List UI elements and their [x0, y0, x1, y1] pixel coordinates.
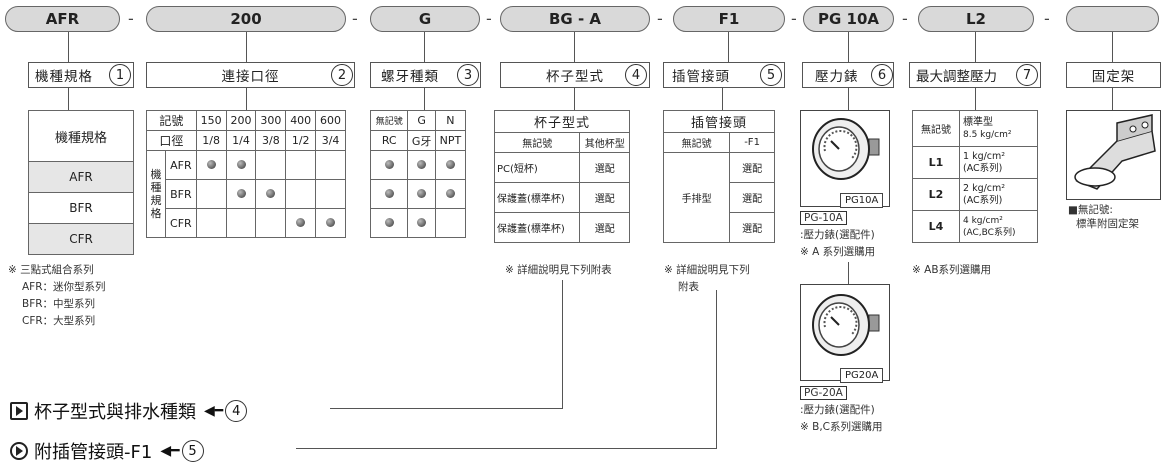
dot-icon	[384, 217, 394, 227]
dot-icon	[384, 188, 394, 198]
dot-icon	[445, 159, 455, 169]
header-bracket: 固定架	[1066, 62, 1161, 88]
separator: -	[486, 9, 492, 28]
model-side-label: 機種 規格	[146, 150, 166, 238]
tube-table: 插管接頭 無記號 -F1 手排型 選配 選配 選配	[662, 110, 775, 243]
circle-play-icon	[10, 442, 28, 460]
separator: -	[657, 9, 663, 28]
code-pill-bracket	[1066, 6, 1159, 32]
number-3-icon: 3	[457, 64, 479, 86]
legend-cup-drain: 杯子型式與排水種類 ◀━ 4	[10, 398, 248, 424]
header-port: 連接口徑 2	[146, 62, 355, 88]
number-5-icon: 5	[760, 64, 782, 86]
header-model: 機種規格 1	[28, 62, 134, 88]
code-pill-port: 200	[146, 6, 346, 32]
legend-tube-fitting: 附插管接頭-F1 ◀━ 5	[10, 438, 204, 464]
header-pressure: 最大調整壓力 7	[909, 62, 1041, 88]
number-1-icon: 1	[109, 64, 131, 86]
thread-table: 無記號 G N RC G牙 NPT	[369, 110, 467, 238]
cup-table: 杯子型式 無記號 其他杯型 PC(短杯)選配 保護蓋(標準杯)選配 保護蓋(標準…	[493, 110, 630, 243]
header-tube: 插管接頭 5	[663, 62, 785, 88]
bracket-image	[1066, 110, 1161, 200]
dot-icon	[236, 159, 246, 169]
separator: -	[902, 9, 908, 28]
bracket-note: ■無記號: 標準附固定架	[1068, 204, 1139, 230]
gauge-note-pg10a: PG-10A :壓力錶(選配件) ※ A 系列選購用	[800, 211, 876, 258]
arrow-left-icon: ◀━	[160, 443, 180, 459]
separator: -	[791, 9, 797, 28]
model-note: ※ 三點式組合系列 AFR：迷你型系列 BFR：中型系列 CFR：大型系列	[8, 264, 106, 327]
gauge-note-pg20a: PG-20A :壓力錶(選配件) ※ B,C系列選購用	[800, 386, 883, 433]
pressure-note: ※ AB系列選購用	[912, 264, 992, 276]
number-6-icon: 6	[871, 64, 893, 86]
dot-icon	[417, 217, 427, 227]
dot-icon	[326, 217, 336, 227]
code-pill-pressure: L2	[918, 6, 1034, 32]
header-gauge: 壓力錶 6	[802, 62, 894, 88]
cup-note: ※ 詳細說明見下列附表	[505, 264, 612, 276]
number-4-icon: 4	[225, 400, 248, 422]
gauge-image-pg20a	[800, 284, 890, 381]
separator: -	[352, 9, 358, 28]
dot-icon	[417, 159, 427, 169]
dot-icon	[445, 188, 455, 198]
header-cup: 杯子型式 4	[500, 62, 650, 88]
arrow-left-icon: ◀━	[204, 403, 224, 419]
tube-note: ※ 詳細說明見下列 附表	[664, 264, 750, 293]
dot-icon	[384, 159, 394, 169]
pressure-gauge-icon	[812, 294, 880, 356]
dot-icon	[296, 217, 306, 227]
header-thread: 螺牙種類 3	[370, 62, 481, 88]
number-2-icon: 2	[331, 64, 353, 86]
separator: -	[1044, 9, 1050, 28]
number-4-icon: 4	[625, 64, 647, 86]
model-table: 機種規格 AFR BFR CFR	[28, 110, 134, 255]
code-pill-thread: G	[370, 6, 480, 32]
gauge-caption: PG10A	[840, 193, 884, 208]
number-7-icon: 7	[1016, 64, 1038, 86]
number-5-icon: 5	[181, 440, 204, 462]
separator: -	[128, 9, 134, 28]
pressure-table: 無記號 標準型 8.5 kg/cm² L1 1 kg/cm²(AC系列) L2 …	[912, 110, 1038, 243]
code-pill-cup: BG - A	[500, 6, 650, 32]
square-play-icon	[10, 402, 28, 420]
dot-icon	[266, 188, 276, 198]
mounting-bracket-icon	[1074, 114, 1156, 190]
dot-icon	[236, 188, 246, 198]
gauge-image-pg10a	[800, 110, 890, 207]
gauge-caption: PG20A	[840, 368, 884, 383]
pressure-gauge-icon	[812, 118, 880, 180]
dot-icon	[206, 159, 216, 169]
code-pill-gauge: PG 10A	[803, 6, 894, 32]
code-pill-tube: F1	[673, 6, 785, 32]
dot-icon	[417, 188, 427, 198]
code-pill-model: AFR	[5, 6, 120, 32]
port-table: 記號 150 200 300 400 600 口徑 1/8 1/4 3/8 1/…	[146, 110, 346, 238]
